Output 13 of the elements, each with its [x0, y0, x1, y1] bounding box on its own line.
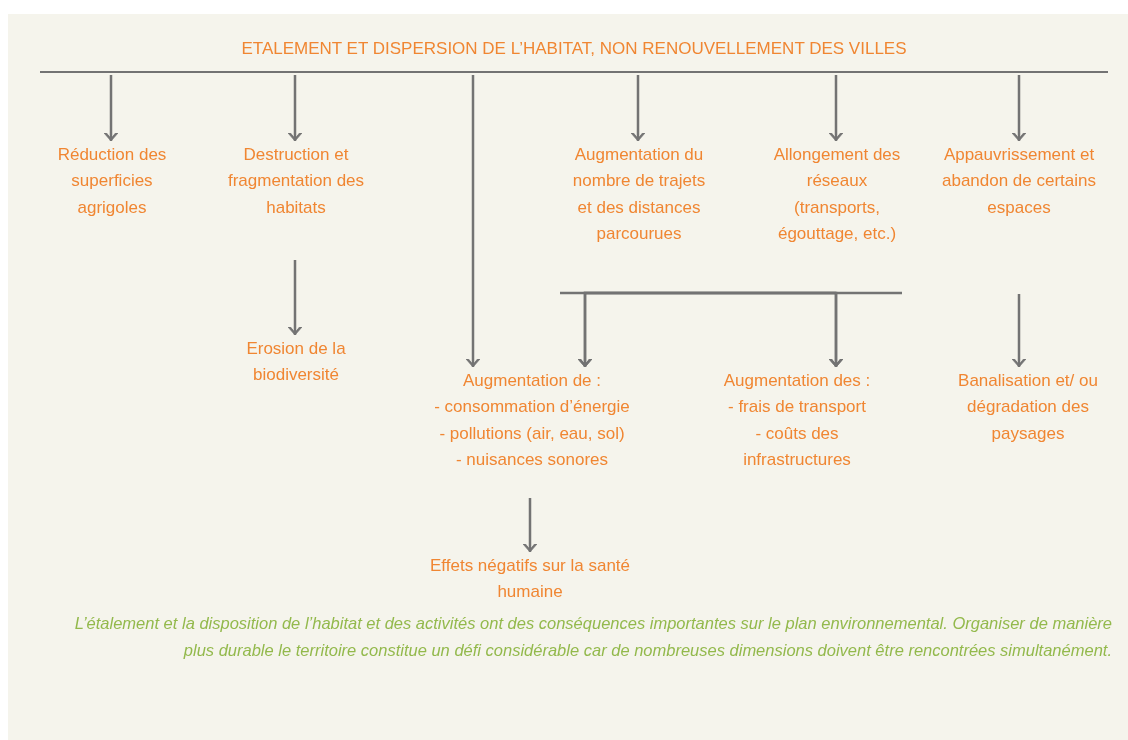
- effect-label: Appauvrissement et abandon de certains espaces: [939, 142, 1099, 294]
- effect-label: Augmentation des : - frais de transport - coûts des infrastructures: [707, 368, 887, 468]
- heading-bar: ETALEMENT ET DISPERSION DE L’HABITAT, NON RENOUVELLEMENT DES VILLES: [40, 34, 1108, 73]
- effect-label: Effets négatifs sur la santé humaine: [400, 553, 660, 613]
- caption: L’étalement et la disposition de l’habitat et des activités ont des conséquences importantes sur le plan environnemental. Organiser de manière plus durable le territoire constitue un défi considérable car de nombreuses dimensions doivent être rencontrées simultanément.: [73, 613, 1112, 661]
- effect-label: Erosion de la biodiversité: [226, 336, 366, 396]
- effect-label: Augmentation du nombre de trajets et des distances parcourues: [567, 142, 711, 293]
- connector-line: [560, 291, 902, 295]
- effect-label: Réduction des superficies agrigoles: [52, 142, 172, 252]
- effect-label: Banalisation et/ ou dégradation des paysages: [958, 368, 1098, 458]
- effect-label: Allongement des réseaux (transports, égouttage, etc.): [772, 142, 902, 293]
- effect-label: Destruction et fragmentation des habitats: [216, 142, 376, 260]
- effect-label: Augmentation de : - consommation d’énergie - pollutions (air, eau, sol) - nuisances sonores: [397, 368, 667, 498]
